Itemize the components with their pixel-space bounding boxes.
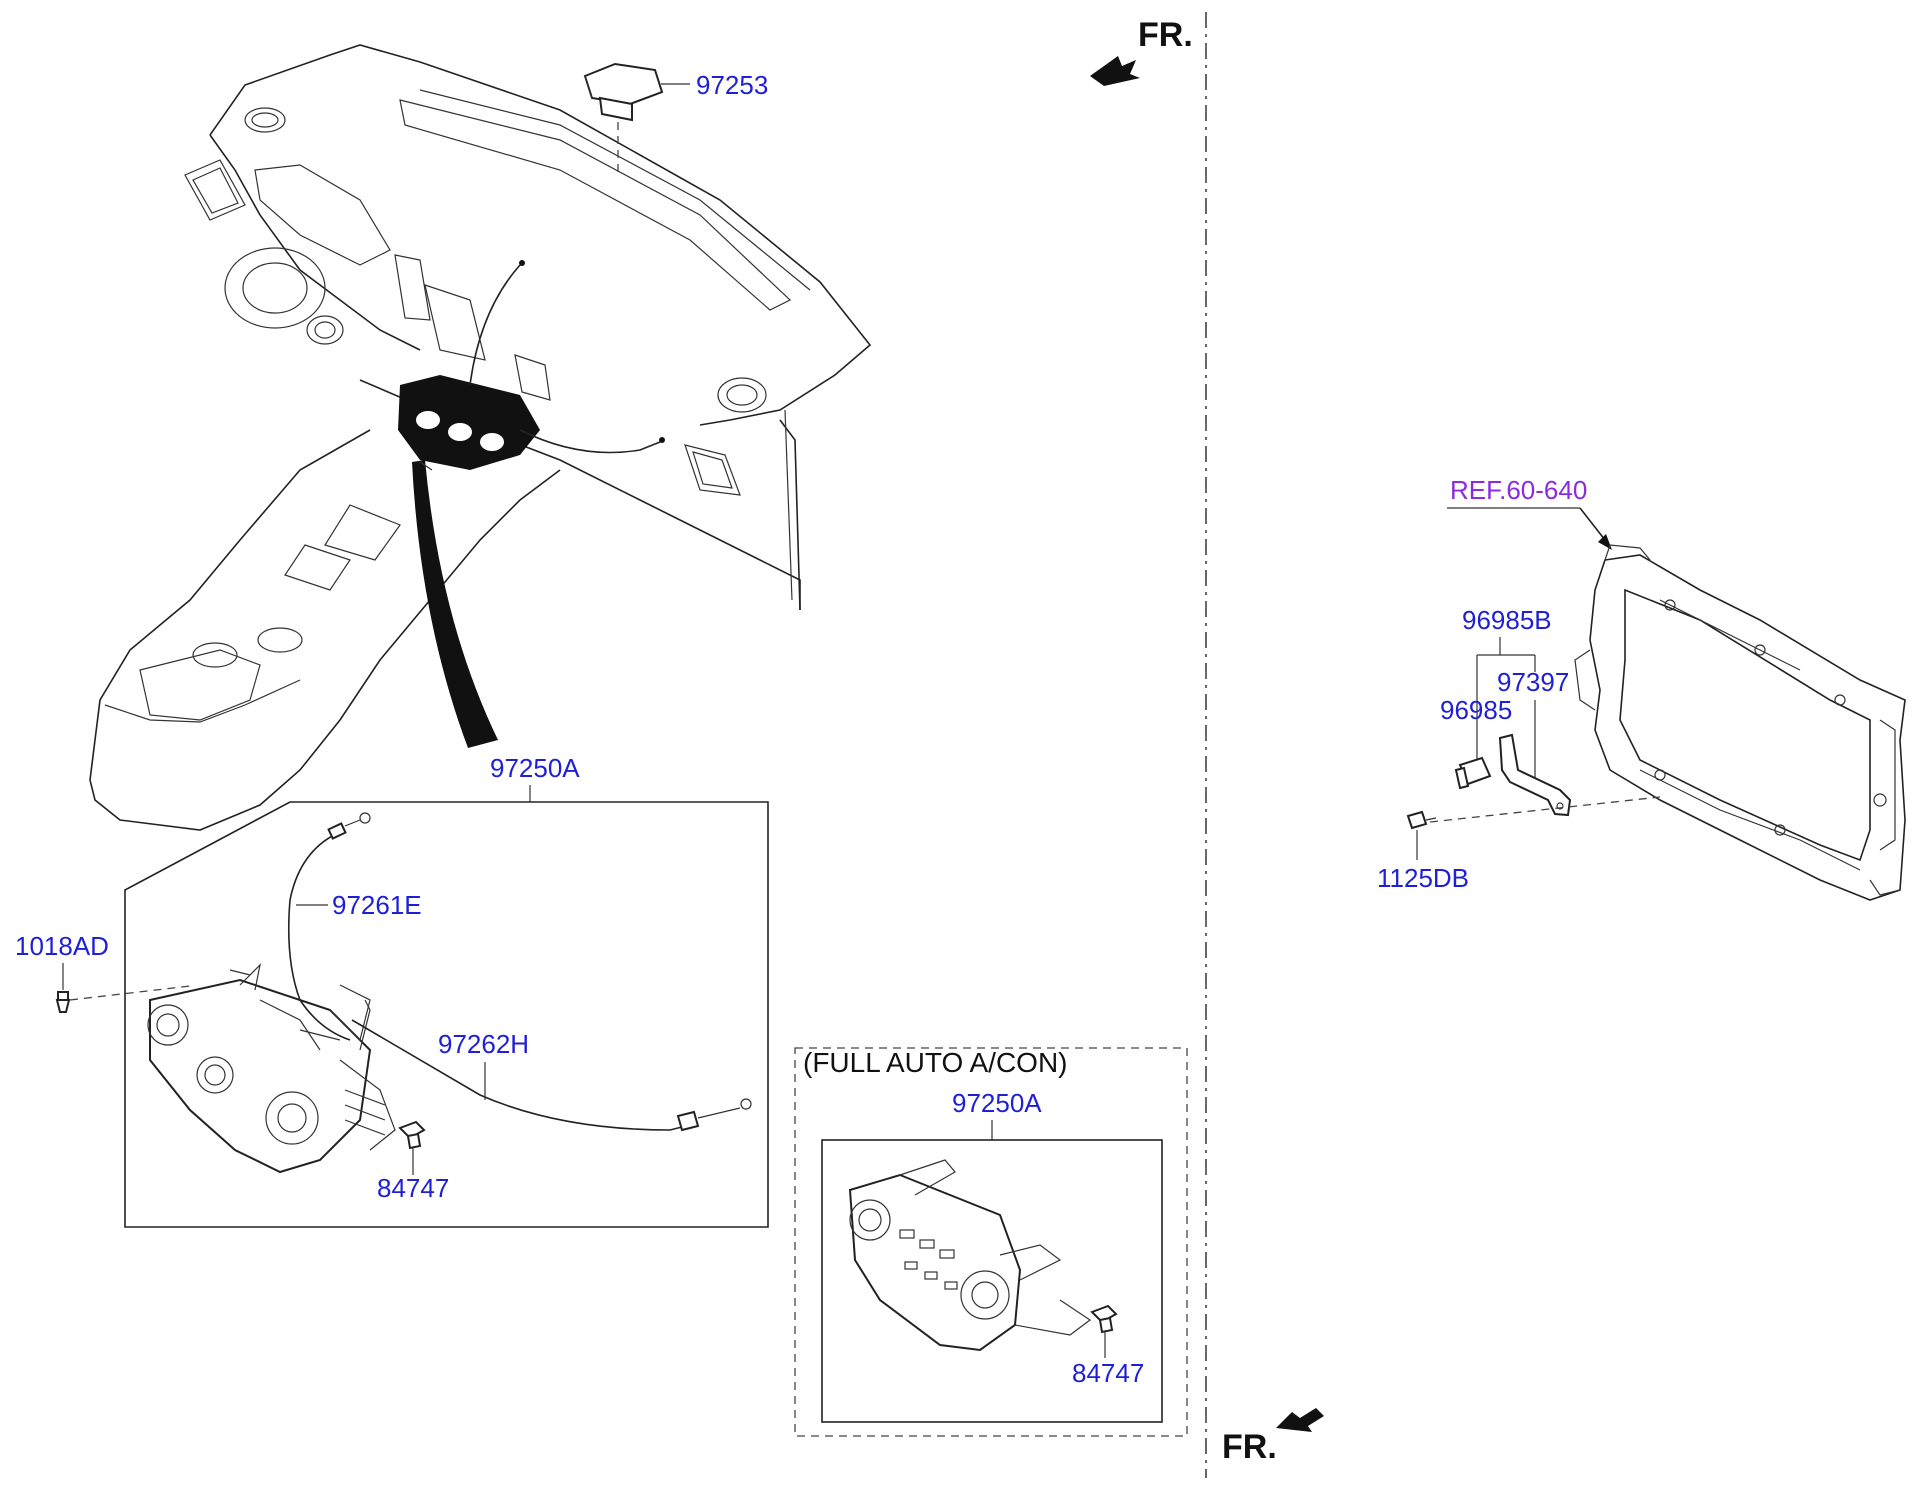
radiator-support-frame <box>1574 544 1906 901</box>
reference-arrow-icon <box>1598 534 1612 550</box>
front-direction-label-bottom: FR. <box>1222 1428 1277 1466</box>
bolt-1125db <box>1406 810 1437 830</box>
cable-97261e <box>287 812 371 1041</box>
manual-climate-control-unit <box>147 963 396 1174</box>
full-auto-assembly-frame <box>821 1139 1163 1423</box>
dashboard-illustration <box>89 44 872 831</box>
screw-1018ad <box>55 991 71 1013</box>
climate-controller-highlight <box>398 375 540 470</box>
part-number-1125db: 1125DB <box>1377 863 1469 893</box>
front-direction-label-top: FR. <box>1138 16 1193 54</box>
front-arrow-icon-top <box>1090 56 1140 86</box>
manual-assembly-frame <box>124 801 769 1228</box>
full-auto-option-frame <box>794 1047 1188 1437</box>
clip-84747-main <box>398 1120 426 1150</box>
part-number-96985: 96985 <box>1440 695 1512 725</box>
part-number-1018ad: 1018AD <box>15 931 109 961</box>
part-number-97250a-auto: 97250A <box>952 1088 1042 1118</box>
part-number-97262h: 97262H <box>438 1029 529 1059</box>
bracket-97397 <box>1498 733 1572 817</box>
full-auto-climate-control-unit <box>848 1159 1092 1352</box>
part-number-84747-main: 84747 <box>377 1173 449 1203</box>
cable-97262h <box>351 1019 752 1132</box>
part-number-97253: 97253 <box>696 70 768 100</box>
reference-label: REF.60-640 <box>1450 475 1587 505</box>
sensor-97253 <box>583 62 664 122</box>
part-number-97397: 97397 <box>1497 667 1569 697</box>
part-number-97261e: 97261E <box>332 890 422 920</box>
part-number-96985b: 96985B <box>1462 605 1552 635</box>
clip-84747-auto <box>1090 1304 1118 1334</box>
callout-swoosh <box>412 460 498 748</box>
full-auto-option-label: (FULL AUTO A/CON) <box>803 1047 1068 1078</box>
horn-connector-96985 <box>1454 756 1492 790</box>
part-number-84747-auto: 84747 <box>1072 1358 1144 1388</box>
front-arrow-icon-bottom <box>1276 1408 1324 1432</box>
part-number-97250a-main: 97250A <box>490 753 580 783</box>
